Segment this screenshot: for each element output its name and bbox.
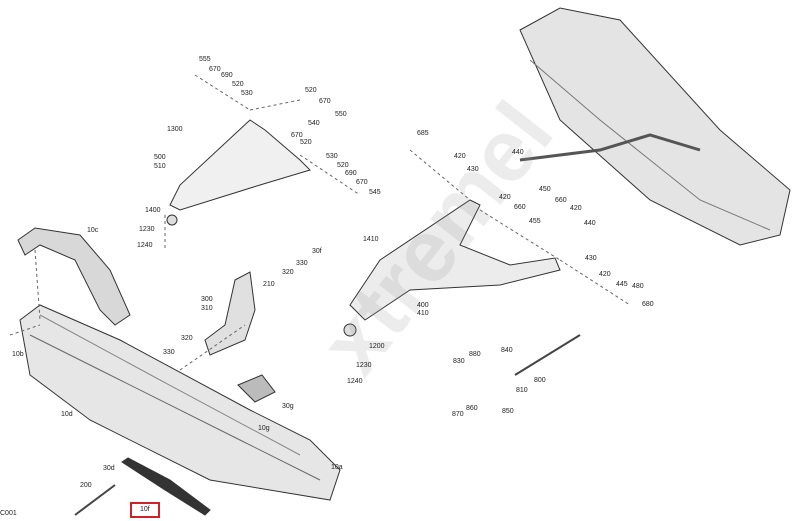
callout-850: 850 (502, 408, 514, 415)
callout-420: 420 (570, 205, 582, 212)
ski-cushion-30g (237, 374, 276, 403)
callout-420: 420 (499, 194, 511, 201)
callout-540: 540 (308, 120, 320, 127)
spindle-bracket-300 (204, 271, 256, 356)
callout-30g: 30g (282, 403, 294, 410)
callout-530: 530 (241, 90, 253, 97)
callout-520: 520 (300, 139, 312, 146)
callout-1200: 1200 (369, 343, 385, 350)
callout-1230: 1230 (356, 362, 372, 369)
callout-520: 520 (232, 81, 244, 88)
callout-660: 660 (555, 197, 567, 204)
callout-530: 530 (326, 153, 338, 160)
callout-690: 690 (345, 170, 357, 177)
callout-1240: 1240 (137, 242, 153, 249)
callout-1230: 1230 (139, 226, 155, 233)
callout-440: 440 (584, 220, 596, 227)
callout-840: 840 (501, 347, 513, 354)
upper-a-arm-500 (169, 119, 311, 211)
bolt-200 (74, 484, 116, 516)
callout-880: 880 (469, 351, 481, 358)
callout-420: 420 (599, 271, 611, 278)
callout-660: 660 (514, 204, 526, 211)
callout-310: 310 (201, 305, 213, 312)
callout-455: 455 (529, 218, 541, 225)
callout-410: 410 (417, 310, 429, 317)
callout-510: 510 (154, 163, 166, 170)
callout-690: 690 (221, 72, 233, 79)
callout-440: 440 (512, 149, 524, 156)
callout-550: 550 (335, 111, 347, 118)
callout-545: 545 (369, 189, 381, 196)
callout-330: 330 (296, 260, 308, 267)
callout-10c: 10c (87, 227, 99, 234)
callout-680: 680 (642, 301, 654, 308)
callout-800: 800 (534, 377, 546, 384)
ski-handle-10c (17, 227, 131, 326)
callout-10b: 10b (12, 351, 24, 358)
callout-520: 520 (337, 162, 349, 169)
callout-670: 670 (319, 98, 331, 105)
callout-685: 685 (417, 130, 429, 137)
callout-430: 430 (585, 255, 597, 262)
callout-500: 500 (154, 154, 166, 161)
callout-210: 210 (263, 281, 275, 288)
left-ski (19, 304, 341, 501)
callout-1400: 1400 (145, 207, 161, 214)
callout-200: 200 (80, 482, 92, 489)
callout-30f: 30f (312, 248, 322, 255)
callout-10d: 10d (61, 411, 73, 418)
lower-a-arm-400 (349, 199, 561, 321)
callout-450: 450 (539, 186, 551, 193)
callout-810: 810 (516, 387, 528, 394)
callout-400: 400 (417, 302, 429, 309)
callout-1410: 1410 (363, 236, 379, 243)
callout-1300: 1300 (167, 126, 183, 133)
callout-480: 480 (632, 283, 644, 290)
assembly-lines (9, 74, 631, 371)
callout-420: 420 (454, 153, 466, 160)
callout-670: 670 (291, 132, 303, 139)
callout-330: 330 (163, 349, 175, 356)
ball-joint-1200 (343, 323, 357, 337)
callout-300: 300 (201, 296, 213, 303)
callout-870: 870 (452, 411, 464, 418)
callout-670: 670 (209, 66, 221, 73)
callout-1240: 1240 (347, 378, 363, 385)
callout-10f-highlighted[interactable]: 10f (130, 502, 160, 518)
callout-520: 520 (305, 87, 317, 94)
callout-30d: 30d (103, 465, 115, 472)
callout-430: 430 (467, 166, 479, 173)
callout-10a: 10a (331, 464, 343, 471)
callout-555: 555 (199, 56, 211, 63)
right-ski-assembly (519, 7, 791, 246)
callout-10g: 10g (258, 425, 270, 432)
callout-830: 830 (453, 358, 465, 365)
tie-rod-800 (514, 334, 581, 376)
callout-670: 670 (356, 179, 368, 186)
ski-runner-10f (121, 457, 211, 516)
callout-320: 320 (181, 335, 193, 342)
diagram-code: C001 (0, 510, 17, 517)
ball-joint-1400 (166, 214, 178, 226)
callout-860: 860 (466, 405, 478, 412)
callout-320: 320 (282, 269, 294, 276)
callout-445: 445 (616, 281, 628, 288)
